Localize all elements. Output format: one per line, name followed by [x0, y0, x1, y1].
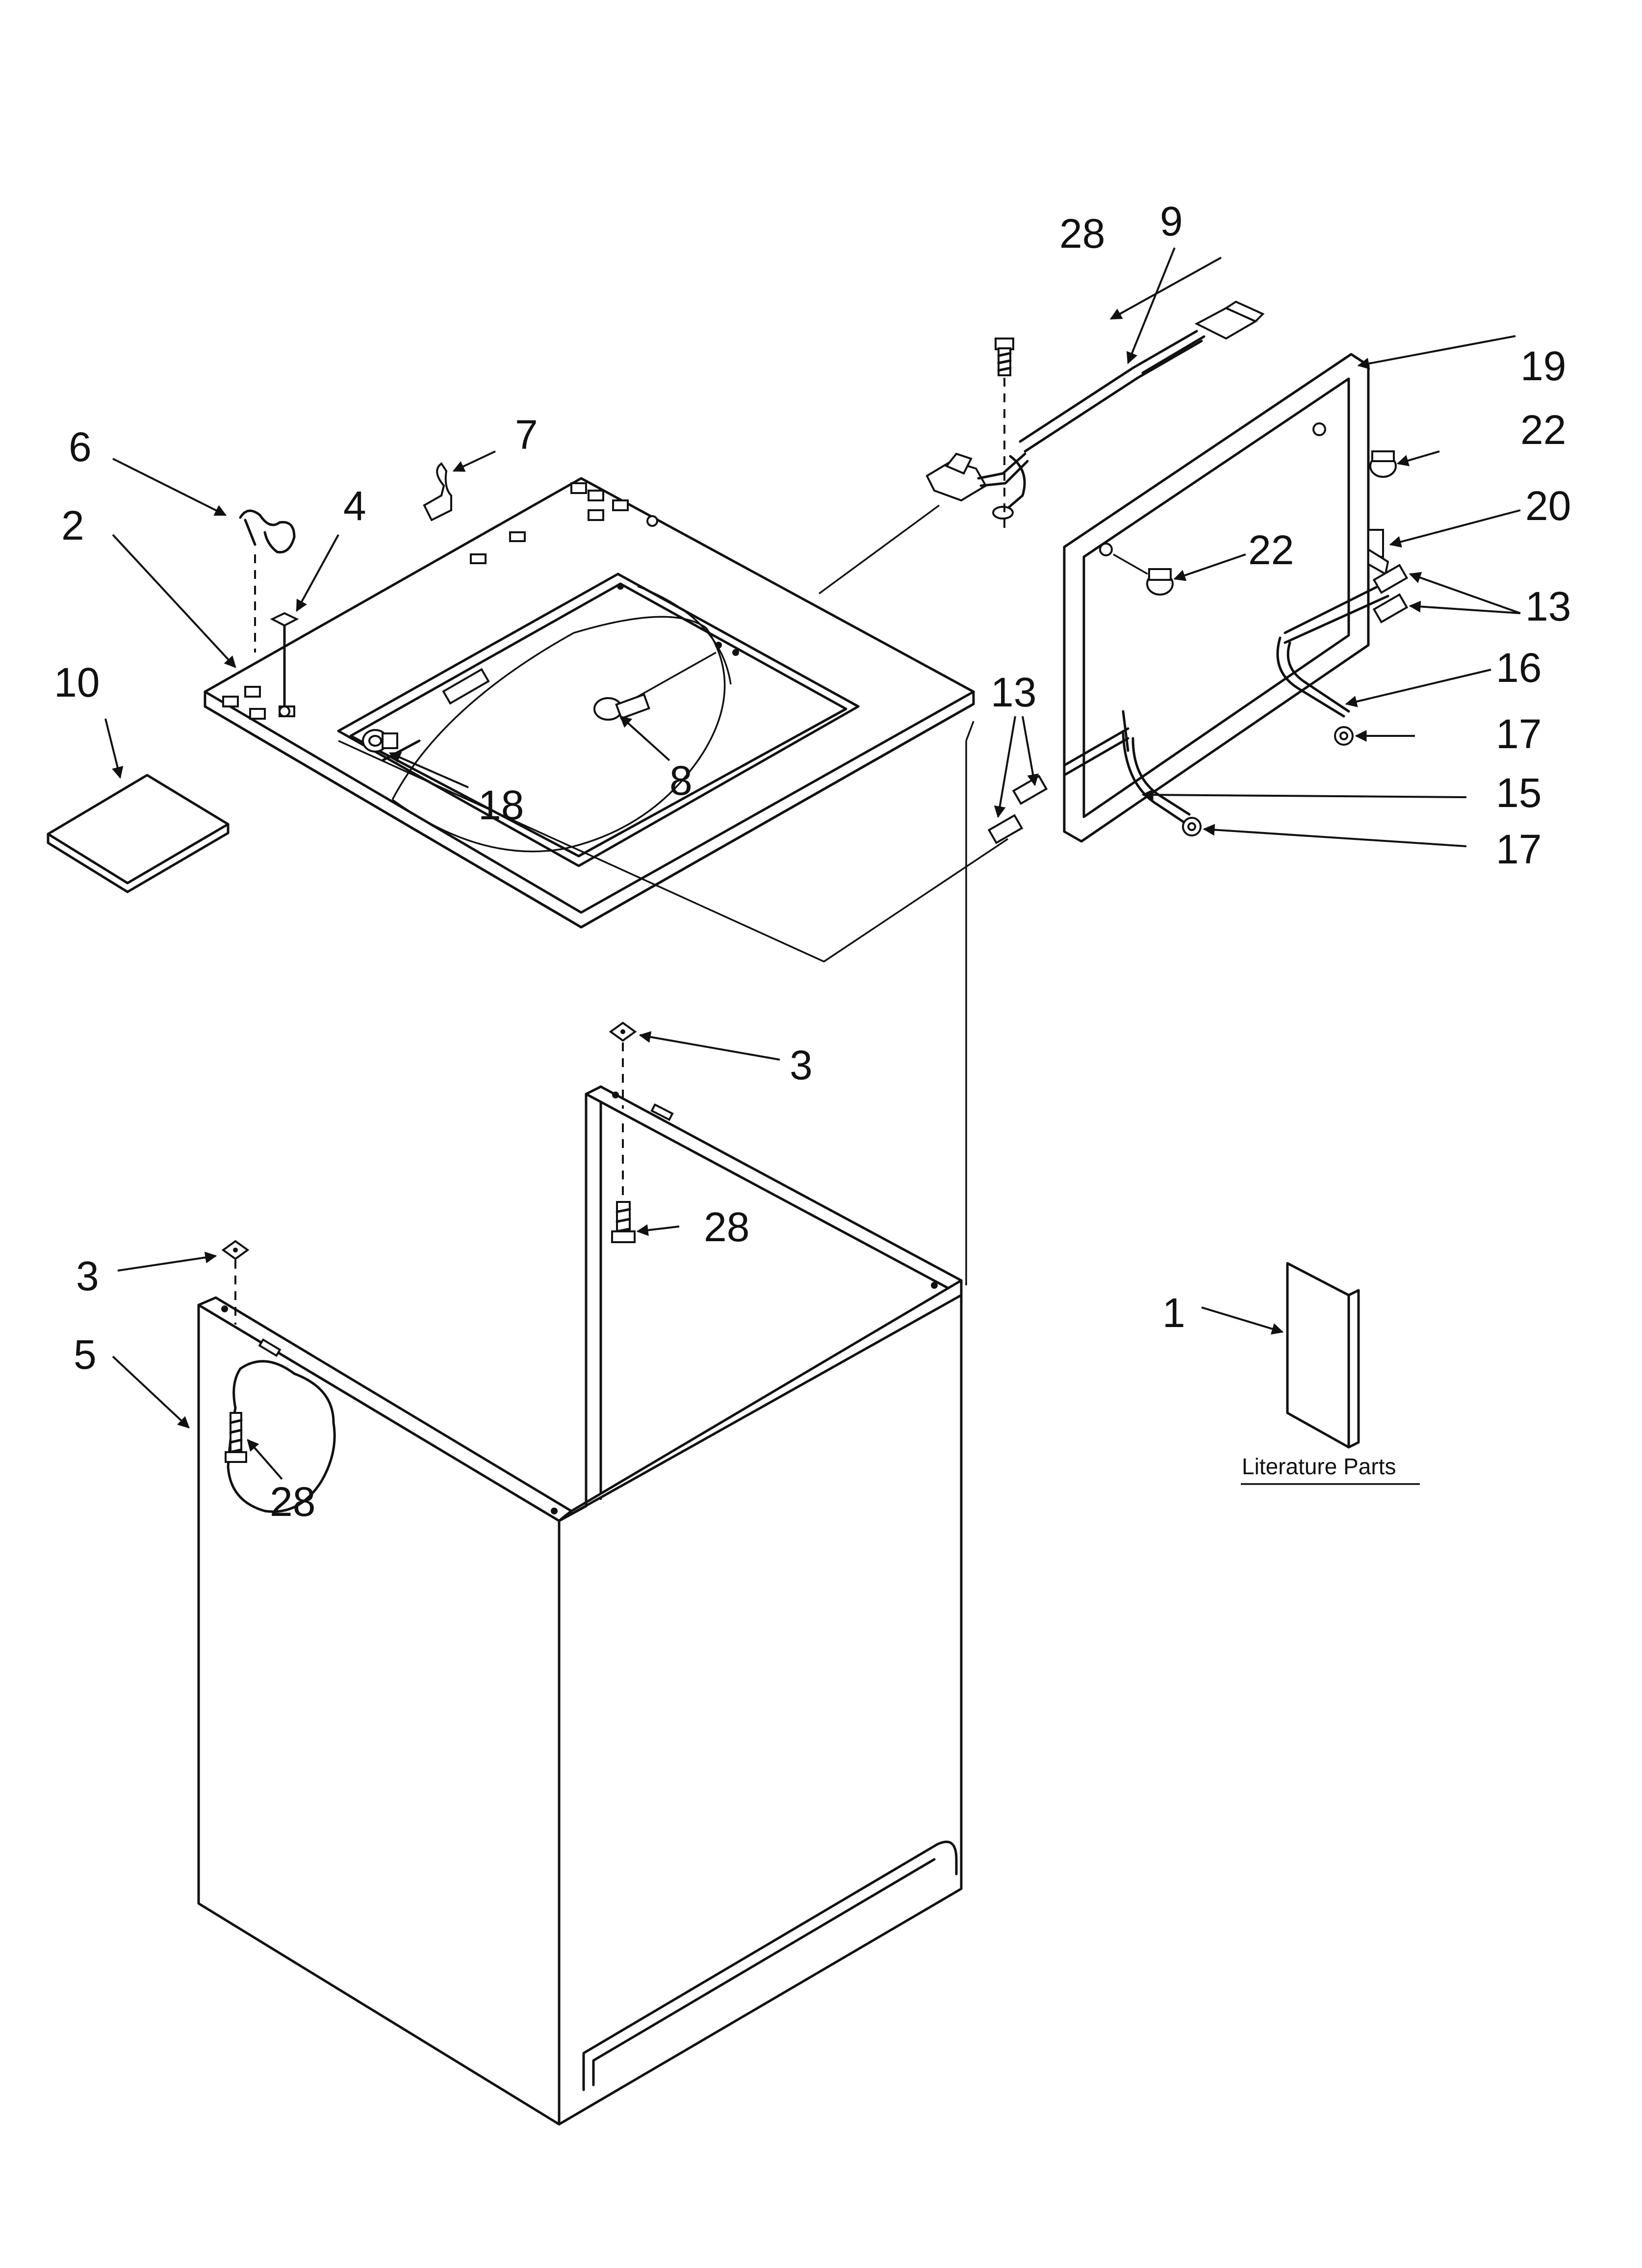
lid-switch-icon: [925, 300, 1265, 520]
callout-5: 5: [74, 1331, 97, 1378]
callout-16: 16: [1496, 645, 1541, 691]
cable-clip-icon: [239, 509, 296, 554]
hinge-screw-upper-icon: [1372, 564, 1409, 624]
literature-book-icon: [1286, 1262, 1360, 1449]
wire-clip-icon: [423, 462, 452, 521]
callout-19: 19: [1520, 343, 1566, 389]
striker-icon: [1367, 529, 1389, 576]
literature-parts-label: Literature Parts: [1242, 1454, 1396, 1479]
literature-card-icon: [47, 774, 230, 893]
callout-22-top: 22: [1520, 407, 1566, 453]
callout-17-upper: 17: [1496, 711, 1541, 757]
cabinet: [197, 1085, 963, 2126]
hinge-upper-icon: [1276, 580, 1389, 746]
callout-1: 1: [1162, 1290, 1185, 1336]
callout-8: 8: [669, 757, 693, 804]
hinge-screw-lower-icon: [987, 775, 1048, 844]
callout-28-mid: 28: [704, 1204, 749, 1250]
callout-22-inner: 22: [1248, 527, 1294, 573]
switch-screw-icon: [995, 338, 1014, 376]
callout-20: 20: [1525, 483, 1571, 529]
callout-13-right: 13: [1525, 583, 1571, 629]
callout-18: 18: [478, 782, 524, 828]
bracket-icon: [270, 612, 299, 717]
callout-28-top: 28: [1059, 210, 1105, 257]
leader-lines: [104, 247, 1521, 1480]
nozzle-icon: [362, 729, 398, 753]
callout-13-left: 13: [991, 669, 1036, 715]
hinge-screw-icon: [593, 693, 650, 721]
bumper-inner-icon: [1146, 568, 1174, 596]
callout-6: 6: [69, 424, 92, 470]
clip-right-icon: [609, 1021, 637, 1042]
callout-4: 4: [343, 483, 366, 529]
top-screw-icon: [611, 1201, 636, 1243]
callout-10: 10: [54, 659, 100, 705]
clip-left-icon: [221, 1240, 250, 1260]
callout-3-right: 3: [790, 1042, 813, 1088]
callout-9: 9: [1160, 198, 1183, 244]
callout-3-left: 3: [76, 1253, 99, 1299]
callout-2: 2: [61, 502, 84, 548]
callout-28-low: 28: [270, 1479, 315, 1525]
cabinet-cutaway: [225, 1360, 336, 1513]
lid-frame: [1063, 353, 1370, 843]
callout-17-lower: 17: [1496, 826, 1541, 872]
callout-labels: 28 9 19 22 20 22 13 16 17 15 17 13 6 7 4…: [54, 198, 1571, 1525]
top-panel: [204, 477, 975, 929]
bumper-top-icon: [1369, 450, 1397, 478]
cabinet-screw-icon: [225, 1412, 247, 1463]
callout-7: 7: [515, 412, 538, 458]
callout-15: 15: [1496, 770, 1541, 816]
